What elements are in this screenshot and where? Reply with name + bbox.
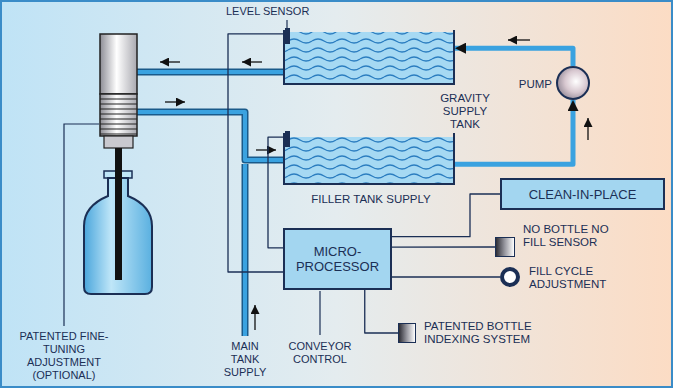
shape-label: FILLER TANK SUPPLY <box>285 193 457 206</box>
shape-label: NO BOTTLE NO FILL SENSOR <box>523 223 633 249</box>
signal-wire <box>268 137 283 248</box>
supply-label: MAIN TANK SUPPLY <box>218 340 272 379</box>
shape-label: PATENTED BOTTLE INDEXING SYSTEM <box>424 320 548 346</box>
box-text: CLEAN-IN-PLACE <box>506 187 659 202</box>
sensor-symbol: PATENTED BOTTLE INDEXING SYSTEM <box>398 323 416 343</box>
process-box: CLEAN-IN-PLACE <box>500 178 665 210</box>
shape-label: GRAVITY SUPPLY TANK <box>433 92 497 131</box>
shape-label: FILL CYCLE ADJUSTMENT <box>529 265 613 291</box>
filler-supply-tank: FILLER TANK SUPPLY <box>283 133 455 185</box>
pipe <box>137 72 283 336</box>
tank-water <box>285 32 453 183</box>
filler-head <box>100 34 137 148</box>
leader-line <box>64 124 320 335</box>
control-label: CONVEYOR CONTROL <box>278 340 362 366</box>
pipe-connector <box>455 48 573 66</box>
signal-wire <box>392 246 495 248</box>
sensor-symbol: NO BOTTLE NO FILL SENSOR <box>495 237 515 257</box>
processor-box: MICRO- PROCESSOR <box>283 228 392 290</box>
fill-nozzle <box>115 148 122 280</box>
signal-wire <box>365 290 398 333</box>
box-text: MICRO- PROCESSOR <box>289 244 386 274</box>
sensor-label: LEVEL SENSOR <box>226 5 326 18</box>
shape-label: PUMP <box>504 78 552 91</box>
signal-wire <box>228 34 283 272</box>
gravity-supply-tank: GRAVITY SUPPLY TANK <box>283 30 455 85</box>
note-label: PATENTED FINE-TUNING ADJUSTMENT (OPTIONA… <box>16 330 112 382</box>
pump-symbol: PUMP <box>556 66 590 100</box>
signal-wire <box>392 276 500 277</box>
adjust-knob: FILL CYCLE ADJUSTMENT <box>500 267 520 287</box>
